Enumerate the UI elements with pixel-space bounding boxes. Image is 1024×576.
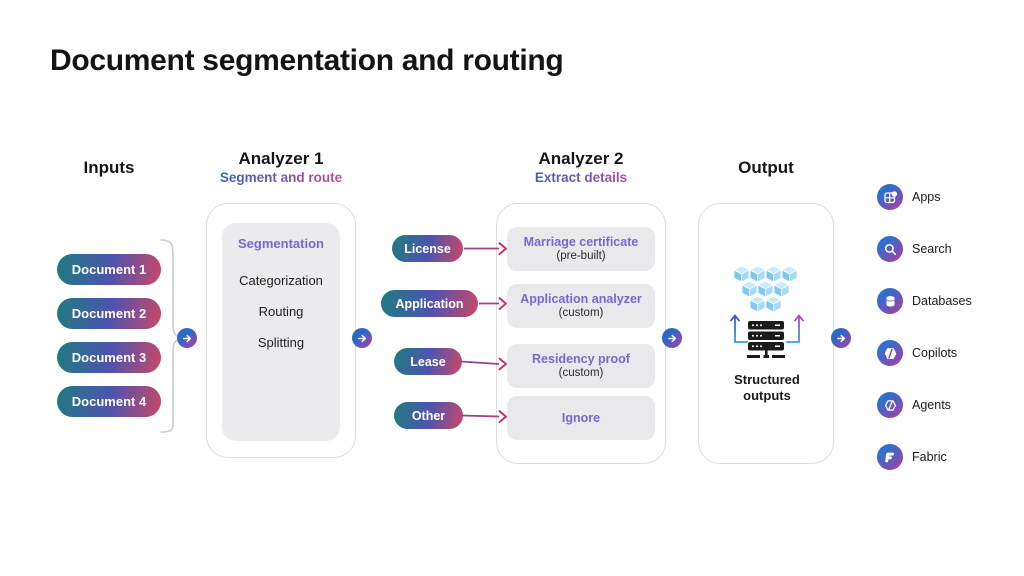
destination-agents: Agents: [877, 392, 951, 418]
analyzer1-panel: Segmentation Categorization Routing Spli…: [206, 203, 356, 458]
flow-arrow-icon: [352, 328, 372, 348]
analyzer2-item-title: Ignore: [561, 410, 601, 425]
copilots-icon: [877, 340, 903, 366]
databases-icon: [877, 288, 903, 314]
capability-segmentation: Segmentation: [238, 236, 324, 251]
destination-apps: Apps: [877, 184, 941, 210]
route-pill-label: License: [404, 241, 451, 256]
document-pill-label: Document 2: [71, 306, 147, 321]
analyzer2-title: Analyzer 2: [538, 149, 624, 168]
document-pill: Document 1: [57, 254, 161, 285]
fabric-icon: [877, 444, 903, 470]
analyzer2-item-detail: (pre-built): [556, 250, 606, 262]
destination-label: Apps: [912, 190, 941, 204]
apps-icon: [877, 184, 903, 210]
destination-label: Search: [912, 242, 952, 256]
flow-arrow-icon: [662, 328, 682, 348]
analyzer2-item-title: Residency proof: [532, 352, 630, 366]
analyzer1-title: Analyzer 1: [238, 149, 324, 168]
search-icon: [877, 236, 903, 262]
flow-arrow-icon: [831, 328, 851, 348]
document-pill: Document 3: [57, 342, 161, 373]
analyzer2-subtitle: Extract details: [506, 170, 656, 185]
analyzer2-item-detail: (custom): [558, 367, 604, 379]
analyzer1-capability-box: Segmentation Categorization Routing Spli…: [222, 223, 340, 441]
output-panel: Structured outputs: [698, 203, 834, 464]
destination-fabric: Fabric: [877, 444, 947, 470]
output-header: Output: [738, 158, 794, 177]
destination-label: Fabric: [912, 450, 947, 464]
document-pill-label: Document 1: [71, 262, 147, 277]
route-pill-label: Application: [395, 296, 464, 311]
page-title: Document segmentation and routing: [50, 44, 564, 77]
analyzer2-item-detail: (custom): [558, 307, 604, 319]
destination-search: Search: [877, 236, 952, 262]
analyzer2-header: Analyzer 2 Extract details: [506, 149, 656, 185]
route-pill-license: License: [392, 235, 463, 262]
flow-arrow-icon: [177, 328, 197, 348]
route-pill-application: Application: [381, 290, 478, 317]
route-pill-lease: Lease: [394, 348, 462, 375]
route-pill-other: Other: [394, 402, 463, 429]
destination-databases: Databases: [877, 288, 972, 314]
agents-icon: [877, 392, 903, 418]
document-pill-label: Document 4: [71, 394, 147, 409]
route-pill-label: Lease: [410, 354, 446, 369]
capability-categorization: Categorization: [239, 273, 323, 288]
analyzer2-item-title: Application analyzer: [520, 292, 642, 306]
destination-label: Databases: [912, 294, 972, 308]
structured-outputs-caption: Structured outputs: [734, 372, 800, 403]
route-pill-label: Other: [411, 408, 446, 423]
document-pill-label: Document 3: [71, 350, 147, 365]
destination-label: Agents: [912, 398, 951, 412]
analyzer2-panel: Marriage certificate (pre-built) Applica…: [496, 203, 666, 464]
analyzer1-subtitle: Segment and route: [206, 170, 356, 185]
analyzer2-item-marriage-certificate: Marriage certificate (pre-built): [507, 227, 655, 271]
server-icon: [730, 314, 804, 358]
destination-copilots: Copilots: [877, 340, 957, 366]
destination-label: Copilots: [912, 346, 958, 360]
inputs-header: Inputs: [83, 158, 135, 177]
analyzer1-header: Analyzer 1 Segment and route: [206, 149, 356, 185]
capability-routing: Routing: [258, 304, 304, 319]
analyzer2-item-residency-proof: Residency proof (custom): [507, 344, 655, 388]
capability-splitting: Splitting: [257, 335, 305, 350]
analyzer2-item-ignore: Ignore: [507, 396, 655, 440]
analyzer2-item-application-analyzer: Application analyzer (custom): [507, 284, 655, 328]
document-pill: Document 4: [57, 386, 161, 417]
analyzer2-item-title: Marriage certificate: [523, 235, 639, 249]
document-pill: Document 2: [57, 298, 161, 329]
